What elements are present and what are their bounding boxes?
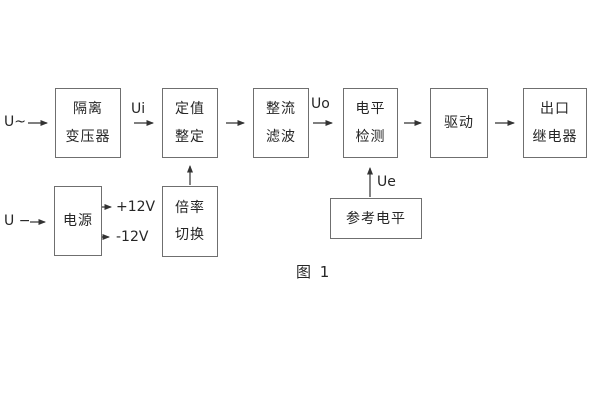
block-label: 倍率 [175, 199, 205, 216]
label-ui-signal: Ui [131, 101, 146, 117]
block-ratio-switch: 倍率 切换 [162, 186, 218, 257]
figure-caption: 图 1 [296, 263, 332, 281]
block-label: 滤波 [266, 128, 296, 145]
block-output-relay: 出口 继电器 [523, 88, 587, 158]
block-label: 整流 [266, 101, 296, 118]
block-label: 整定 [175, 128, 205, 145]
block-label: 变压器 [65, 128, 111, 145]
block-label: 检测 [355, 128, 386, 145]
block-label: 电平 [355, 101, 386, 118]
block-driver: 驱动 [430, 88, 488, 158]
label-minus-12v: -12V [116, 229, 149, 245]
block-label: 切换 [175, 227, 205, 244]
block-label: 隔离 [73, 101, 103, 118]
label-ue-signal: Ue [377, 174, 396, 190]
block-label: 出口 [540, 101, 570, 118]
label-dc-input: U − [4, 213, 31, 229]
block-label: 驱动 [444, 115, 474, 131]
block-label: 继电器 [532, 128, 578, 145]
block-rectifier-filter: 整流 滤波 [253, 88, 309, 158]
block-setting-adjust: 定值 整定 [162, 88, 218, 158]
block-isolation-transformer: 隔离 变压器 [55, 88, 121, 158]
label-plus-12v: +12V [116, 199, 156, 215]
block-label: 定值 [175, 101, 205, 118]
block-level-detect: 电平 检测 [343, 88, 398, 158]
label-ac-input: U~ [4, 114, 26, 130]
block-reference-level: 参考电平 [330, 198, 422, 239]
block-label: 参考电平 [346, 210, 406, 227]
label-uo-signal: Uo [311, 96, 330, 112]
block-power-supply: 电源 [54, 186, 102, 256]
block-label: 电源 [63, 213, 93, 229]
